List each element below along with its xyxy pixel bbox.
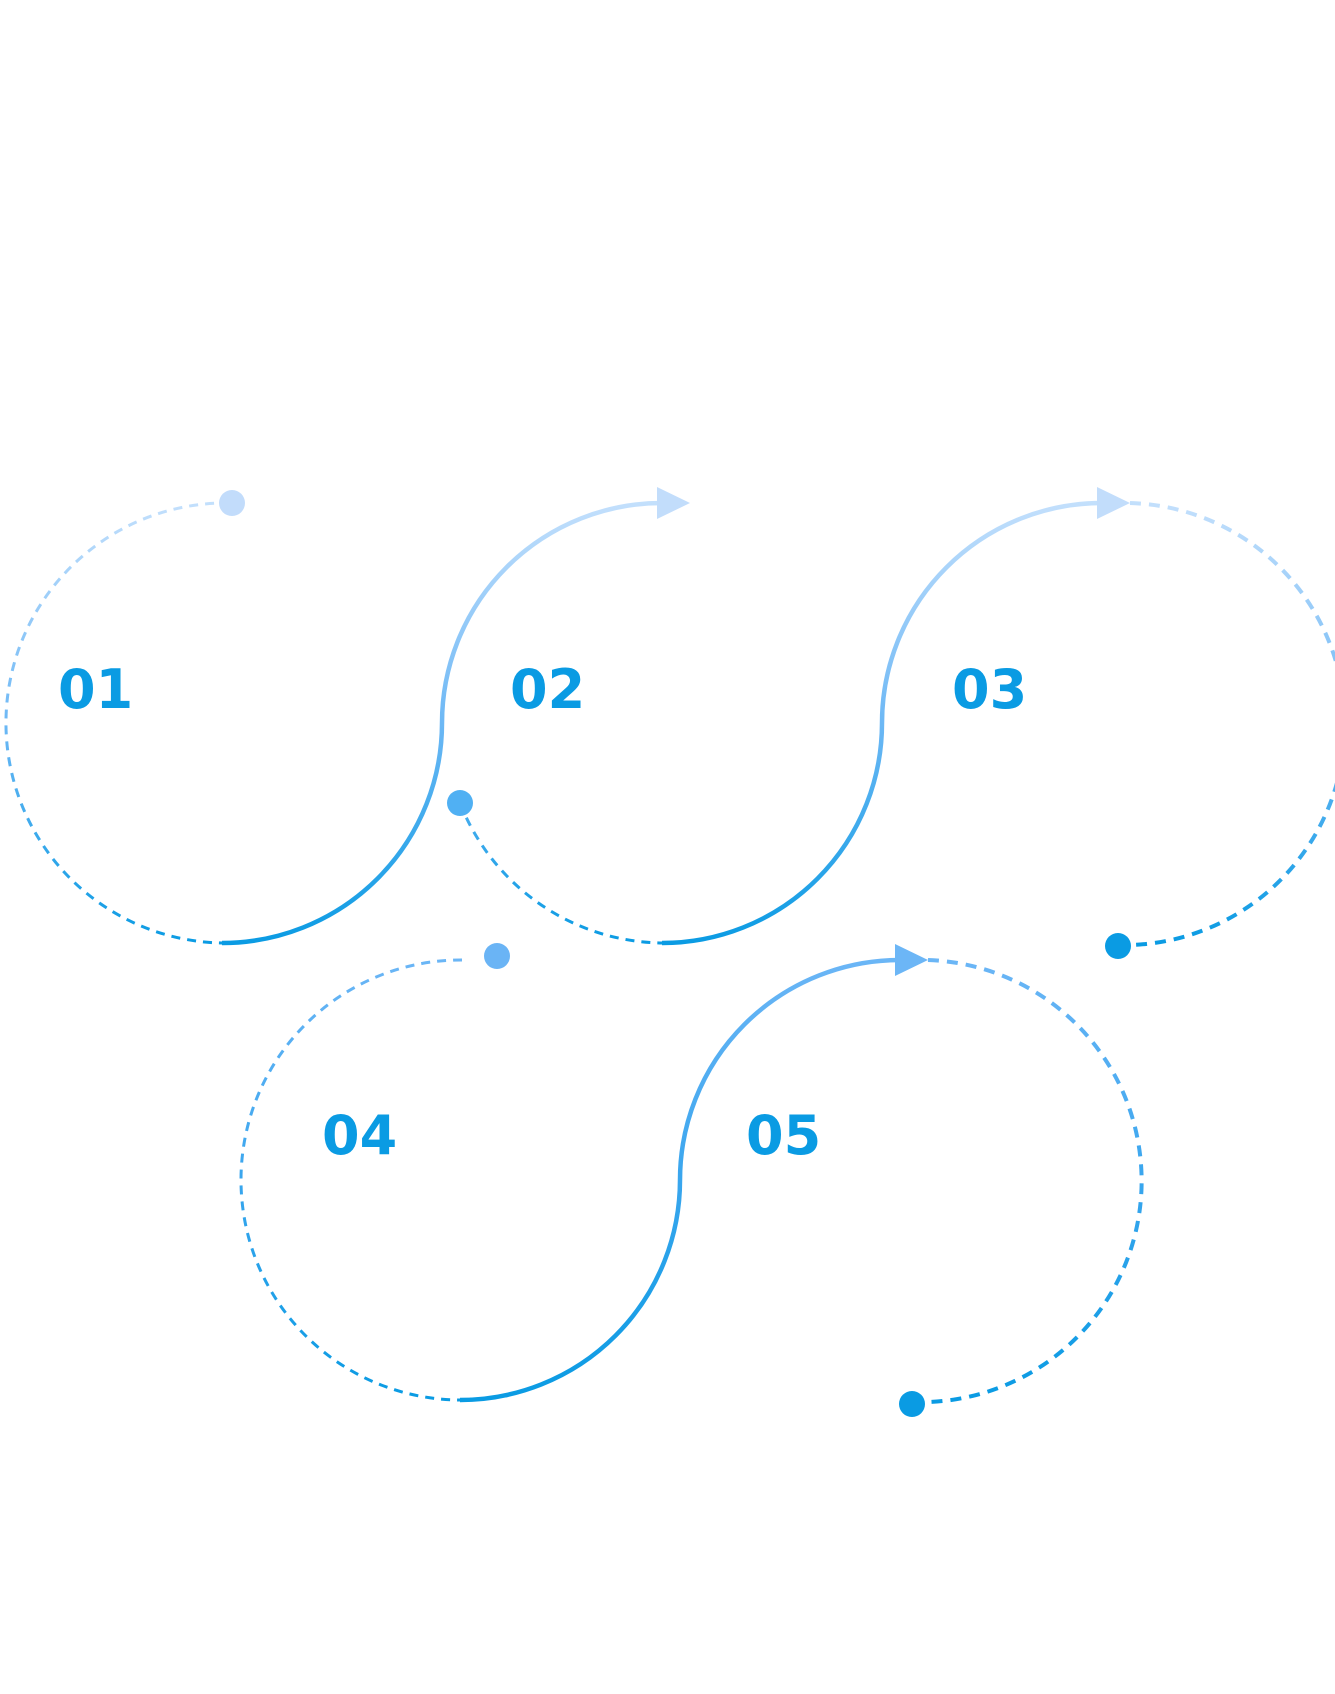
- step-02-start-dot: [447, 790, 473, 816]
- step-02-dashed-arc: [458, 802, 663, 945]
- step-01-label: 01: [58, 658, 133, 721]
- step-03-dashed-arc: [1117, 501, 1335, 948]
- step-03-label: 03: [952, 658, 1027, 721]
- step-05-label: 05: [746, 1104, 821, 1167]
- arrow-head-04-05: [895, 944, 928, 976]
- step-05-dashed-arc: [912, 958, 1144, 1405]
- step-04-label: 04: [322, 1104, 397, 1167]
- connector-04-05: [459, 957, 901, 1403]
- step-04-start-dot: [484, 943, 510, 969]
- connector-01-02: [221, 500, 663, 946]
- step-03-end-dot: [1105, 933, 1131, 959]
- step-05-end-dot: [899, 1391, 925, 1417]
- step-04-dashed-arc: [239, 958, 463, 1402]
- step-01-start-dot: [219, 490, 245, 516]
- arrow-head-02-03: [1097, 487, 1130, 519]
- step-02-label: 02: [510, 658, 585, 721]
- connector-02-03: [661, 500, 1103, 946]
- arrow-head-01-02: [657, 487, 690, 519]
- step-01-dashed-arc: [4, 501, 231, 945]
